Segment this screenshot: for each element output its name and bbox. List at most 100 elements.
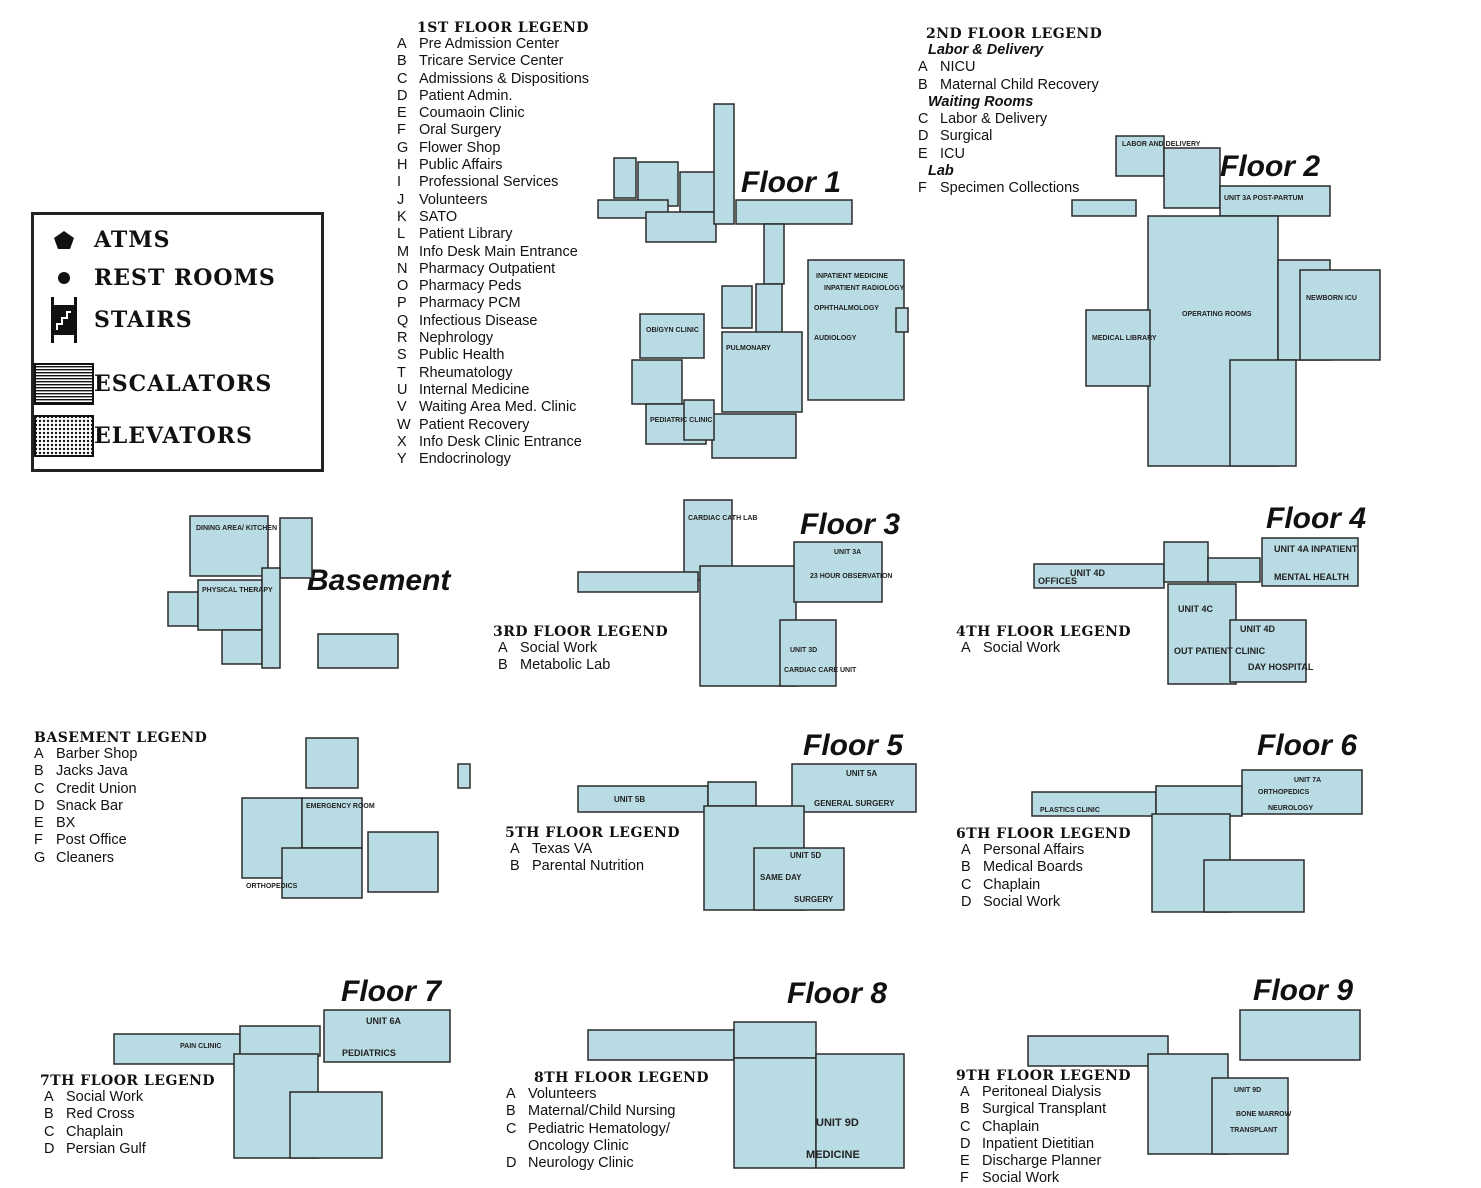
legend-item-label: Medical Boards bbox=[983, 859, 1083, 876]
legend-item-code: A bbox=[961, 842, 971, 858]
map-label: PAIN CLINIC bbox=[180, 1043, 221, 1050]
map-label: OFFICES bbox=[1038, 576, 1077, 586]
legend-item-code: B bbox=[918, 76, 928, 93]
floor3-map: CARDIAC CATH LAB UNIT 3A 23 HOUR OBSERVA… bbox=[574, 496, 894, 692]
legend-title: 1ST FLOOR LEGEND bbox=[417, 20, 589, 36]
key-row-stairs: STAIRS bbox=[34, 297, 193, 343]
legend-item-code: X bbox=[397, 433, 407, 450]
legend-item-code: D bbox=[961, 893, 972, 910]
floor7-title: Floor 7 bbox=[341, 975, 442, 1008]
elevator-icon bbox=[34, 415, 94, 457]
legend-item: E BX bbox=[34, 815, 207, 832]
legend-item-label: Pharmacy PCM bbox=[419, 295, 521, 312]
legend-item-code: D bbox=[44, 1140, 55, 1157]
legend-item-code: R bbox=[397, 330, 408, 347]
map-label: AUDIOLOGY bbox=[814, 335, 857, 342]
legend-title: 2ND FLOOR LEGEND bbox=[926, 26, 1103, 42]
legend-item: Q Infectious Disease bbox=[397, 313, 589, 330]
map-label: ORTHOPEDICS bbox=[1258, 789, 1310, 796]
legend-item-code: A bbox=[506, 1086, 516, 1102]
key-row-atm: ATMS bbox=[34, 227, 170, 253]
legend-item-label: Admissions & Dispositions bbox=[419, 70, 590, 87]
legend-item-label: Discharge Planner bbox=[982, 1153, 1102, 1170]
legend-item-code: W bbox=[397, 416, 411, 433]
floor4-plan: UNIT 4D UNIT 4A INPATIENT MENTAL HEALTH … bbox=[1033, 537, 1359, 685]
map-label: UNIT 4A INPATIENT bbox=[1274, 544, 1358, 554]
map-label: DAY HOSPITAL bbox=[1248, 662, 1314, 672]
legend-item-code: N bbox=[397, 260, 408, 277]
legend-subheading: Waiting Rooms bbox=[928, 93, 1034, 110]
legend-item-label: ICU bbox=[940, 145, 965, 162]
map-label: PLASTICS CLINIC bbox=[1040, 807, 1100, 814]
basement-title: Basement bbox=[307, 564, 451, 597]
legend-item-code: C bbox=[44, 1123, 55, 1140]
legend-item-code: A bbox=[44, 1089, 54, 1105]
legend-item-code: B bbox=[506, 1103, 516, 1120]
legend-item-code: G bbox=[34, 849, 46, 866]
legend-item-label: Persian Gulf bbox=[66, 1140, 146, 1157]
legend-item-code: B bbox=[510, 858, 520, 875]
legend-item-code: D bbox=[918, 128, 929, 145]
map-label: PULMONARY bbox=[726, 345, 771, 352]
legend-item-code: F bbox=[34, 832, 43, 849]
legend-item-label: Social Work bbox=[982, 1170, 1060, 1187]
legend-item-code: F bbox=[918, 180, 927, 197]
legend-item-code: C bbox=[961, 876, 972, 893]
map-label: UNIT 3A bbox=[834, 549, 861, 556]
legend-item-label: Infectious Disease bbox=[419, 312, 538, 329]
legend-item-code: E bbox=[960, 1153, 970, 1170]
legend-title: 6TH FLOOR LEGEND bbox=[956, 826, 1132, 842]
legend-title: 5TH FLOOR LEGEND bbox=[505, 825, 681, 841]
legend-title: 3RD FLOOR LEGEND bbox=[493, 624, 669, 640]
legend-title: 8TH FLOOR LEGEND bbox=[534, 1070, 710, 1086]
key-row-elevators: ELEVATORS bbox=[34, 415, 253, 457]
map-label: UNIT 5B bbox=[614, 795, 645, 804]
legend-item-label: Flower Shop bbox=[419, 139, 501, 156]
legend-item-label: Post Office bbox=[56, 832, 127, 849]
legend-item-label: BX bbox=[56, 815, 76, 832]
legend-item-label: Neurology Clinic bbox=[528, 1155, 634, 1172]
map-label: GENERAL SURGERY bbox=[814, 799, 895, 808]
legend-item-label: Patient Recovery bbox=[419, 416, 530, 433]
legend-item-code: B bbox=[34, 763, 44, 780]
legend-item-code: B bbox=[44, 1106, 54, 1123]
map-label: UNIT 9D bbox=[1234, 1087, 1261, 1094]
legend-item-label: Pharmacy Peds bbox=[419, 278, 522, 295]
legend-item-code: E bbox=[34, 815, 44, 832]
legend-item-code: D bbox=[960, 1135, 971, 1152]
legend-item-code: Q bbox=[397, 312, 409, 329]
key-row-restrooms: REST ROOMS bbox=[34, 265, 276, 291]
legend-title: 9TH FLOOR LEGEND bbox=[956, 1068, 1132, 1084]
legend-item-label: Personal Affairs bbox=[983, 842, 1085, 858]
map-label: 23 HOUR OBSERVATION bbox=[810, 573, 892, 580]
floor7-plan: UNIT 6A PEDIATRICS PAIN CLINIC bbox=[113, 1009, 451, 1159]
